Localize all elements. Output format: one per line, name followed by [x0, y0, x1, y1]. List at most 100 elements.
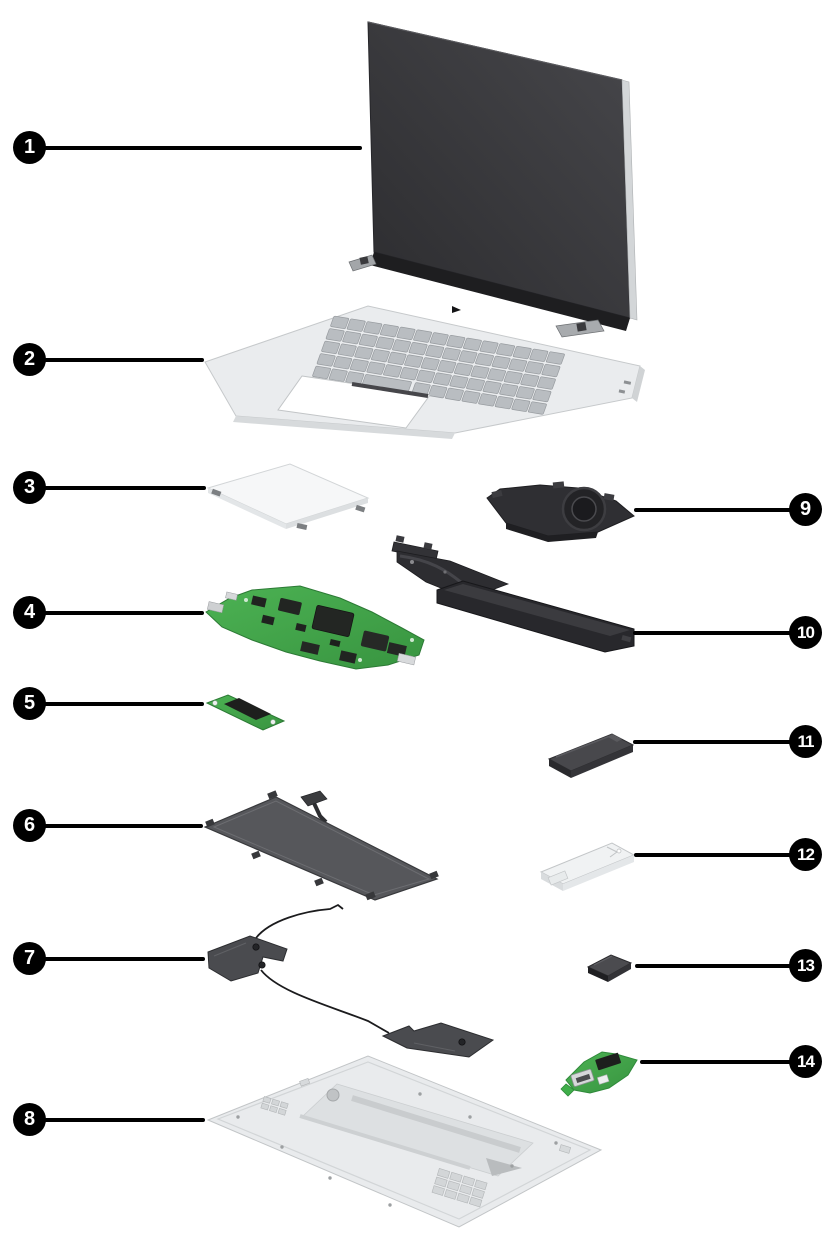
- bottom-cover-boss: [326, 1088, 340, 1102]
- bracket-hole: [616, 848, 622, 854]
- keyboard-key: [429, 332, 449, 346]
- ssd-illustration: [547, 733, 635, 778]
- callout-badge-7: 7: [13, 942, 46, 975]
- callout-badge-5: 5: [13, 687, 46, 720]
- keyboard-key: [387, 351, 407, 366]
- keyboard-key: [546, 351, 565, 365]
- callout-badge-14: 14: [789, 1045, 822, 1078]
- keyboard-key: [470, 365, 490, 379]
- keyboard-key: [499, 383, 519, 397]
- board-connector-top: [225, 591, 238, 601]
- display-bottom-bezel: [370, 252, 630, 331]
- bottom-cover-rib: [299, 1114, 471, 1170]
- battery-tab: [314, 877, 324, 887]
- module-edge-right: [608, 963, 631, 982]
- chip: [251, 595, 267, 608]
- keyboard-key: [428, 385, 448, 399]
- keyboard-key: [515, 386, 535, 400]
- keyboard-key: [342, 331, 362, 345]
- heat-sink-bar-tip: [621, 635, 632, 643]
- callout-line-11: [633, 740, 794, 744]
- fan-tab: [491, 490, 503, 498]
- wlan-module-illustration: [586, 954, 633, 982]
- keyboard-key: [404, 354, 424, 368]
- top-cover-front-edge: [233, 416, 455, 439]
- callout-line-7: [44, 957, 205, 961]
- bottom-cover-tab: [299, 1078, 311, 1087]
- keyboard-key: [491, 355, 511, 369]
- ssd-edge-right: [571, 745, 633, 778]
- keyboard-key: [399, 367, 419, 381]
- chip: [295, 622, 307, 633]
- usb-board-part: [596, 1074, 610, 1085]
- ssd-edge-left: [549, 759, 571, 778]
- keyboard-key: [425, 344, 445, 358]
- speakers-illustration: [207, 903, 495, 1058]
- callout-line-4: [44, 611, 204, 615]
- battery-tab: [429, 870, 439, 880]
- speaker-post: [258, 961, 266, 969]
- keyboard-key: [445, 387, 464, 401]
- screw: [418, 1092, 422, 1096]
- keyboard-key: [392, 339, 411, 353]
- battery-body: [203, 796, 439, 901]
- sensor-board-connector: [224, 698, 271, 720]
- display-assembly-illustration: [348, 21, 638, 338]
- heat-sink-illustration: [391, 535, 635, 653]
- callout-line-2: [44, 358, 204, 362]
- callout-line-5: [44, 702, 204, 706]
- keyboard-key: [475, 352, 494, 367]
- system-board-illustration: [205, 585, 425, 670]
- keyboard-key: [321, 340, 341, 355]
- fan-illustration: [486, 481, 635, 542]
- screw: [554, 1141, 558, 1145]
- heat-sink-hole: [410, 560, 414, 564]
- keyboard-key: [375, 336, 395, 350]
- module-edge-left: [588, 967, 608, 982]
- callout-badge-3: 3: [13, 471, 46, 504]
- keyboard-key: [416, 369, 436, 383]
- callout-badge-12: 12: [789, 838, 822, 871]
- keyboard-key: [432, 372, 452, 386]
- touchpad-cutout-shadow: [351, 382, 429, 398]
- keyboard-key: [466, 377, 485, 392]
- ssd-sheen: [555, 735, 611, 758]
- keyboard-key: [363, 321, 383, 335]
- heat-sink-bar-top: [444, 584, 630, 636]
- top-cover-right-edge: [632, 366, 645, 402]
- keyboard-key: [512, 345, 532, 360]
- keyboard-key: [333, 356, 353, 370]
- bottom-cover-tab: [558, 1144, 572, 1154]
- speaker-post: [252, 943, 260, 951]
- bottom-cover-wedge: [486, 1158, 522, 1176]
- chip: [386, 642, 407, 657]
- keyboard-key: [503, 370, 523, 385]
- battery-tab: [205, 818, 215, 828]
- bracket-edge-right: [563, 855, 634, 891]
- callout-badge-10: 10: [789, 616, 822, 649]
- keyboard-key: [458, 350, 478, 364]
- keyboard-key: [541, 363, 561, 378]
- sensor-board-screw-hole: [270, 719, 276, 725]
- keyboard-key: [463, 337, 482, 351]
- bracket-tab: [547, 870, 569, 886]
- keyboard-key: [494, 395, 514, 410]
- screw: [468, 1115, 472, 1119]
- touchpad-tab-1: [211, 488, 222, 497]
- keyboard-key: [383, 364, 402, 378]
- callout-line-6: [44, 824, 203, 828]
- screw: [388, 1203, 392, 1207]
- display-top-edge-highlight: [367, 21, 623, 81]
- keyboard-key: [454, 362, 473, 376]
- keyboard-key: [420, 357, 440, 371]
- keyboard-key: [537, 376, 556, 390]
- keyboard-key: [413, 329, 433, 343]
- chip: [339, 650, 357, 664]
- screw: [510, 1164, 514, 1168]
- callout-line-10: [633, 631, 794, 635]
- keyboard-key: [330, 315, 350, 330]
- usb-board-tab: [560, 1083, 575, 1097]
- keyboard-key: [482, 380, 502, 394]
- battery-tab: [365, 891, 376, 901]
